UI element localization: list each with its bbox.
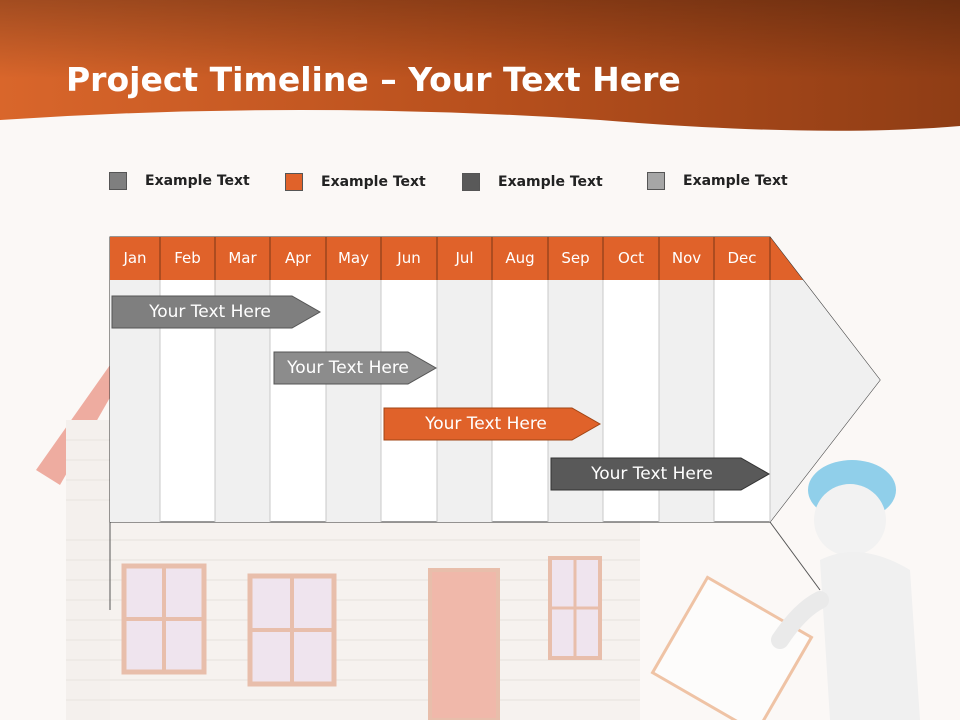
month-header-strip	[110, 237, 803, 280]
task-label: Your Text Here	[591, 464, 713, 484]
legend-label: Example Text	[498, 174, 603, 190]
legend-item: Example Text	[109, 171, 250, 191]
month-label: Aug	[505, 249, 535, 267]
month-label: Nov	[671, 249, 702, 267]
task-arrow	[550, 457, 771, 491]
header-band	[0, 0, 960, 131]
month-label: Oct	[618, 249, 644, 267]
legend-label: Example Text	[321, 174, 426, 190]
month-label: Mar	[228, 249, 257, 267]
task-label: Your Text Here	[149, 302, 271, 322]
task-arrow	[273, 351, 438, 385]
legend-item: Example Text	[462, 172, 603, 192]
house-illustration	[36, 365, 640, 720]
worker-with-clipboard-illustration	[650, 460, 920, 720]
month-label: Feb	[174, 249, 201, 267]
legend-swatch	[109, 172, 127, 190]
legend-swatch	[647, 172, 665, 190]
title-bold: Project Timeline	[66, 60, 369, 99]
task-label: Your Text Here	[287, 358, 409, 378]
month-label: Jul	[455, 249, 474, 267]
legend-item: Example Text	[285, 172, 426, 192]
legend-swatch	[462, 173, 480, 191]
month-label: Apr	[285, 249, 311, 267]
task-label: Your Text Here	[425, 414, 547, 434]
page-title: Project Timeline – Your Text Here	[66, 60, 681, 99]
legend-item: Example Text	[647, 171, 788, 191]
month-label: Jan	[123, 249, 147, 267]
month-label: Dec	[727, 249, 757, 267]
legend-label: Example Text	[145, 173, 250, 189]
task-arrow	[111, 295, 322, 329]
timeline-leader-line	[769, 521, 821, 591]
header-dividers	[159, 237, 771, 280]
month-label: May	[337, 249, 369, 267]
legend-label: Example Text	[683, 173, 788, 189]
task-arrow	[383, 407, 602, 441]
title-rest: – Your Text Here	[368, 60, 681, 99]
month-label: Jun	[397, 249, 421, 267]
legend-swatch	[285, 173, 303, 191]
month-label: Sep	[561, 249, 590, 267]
